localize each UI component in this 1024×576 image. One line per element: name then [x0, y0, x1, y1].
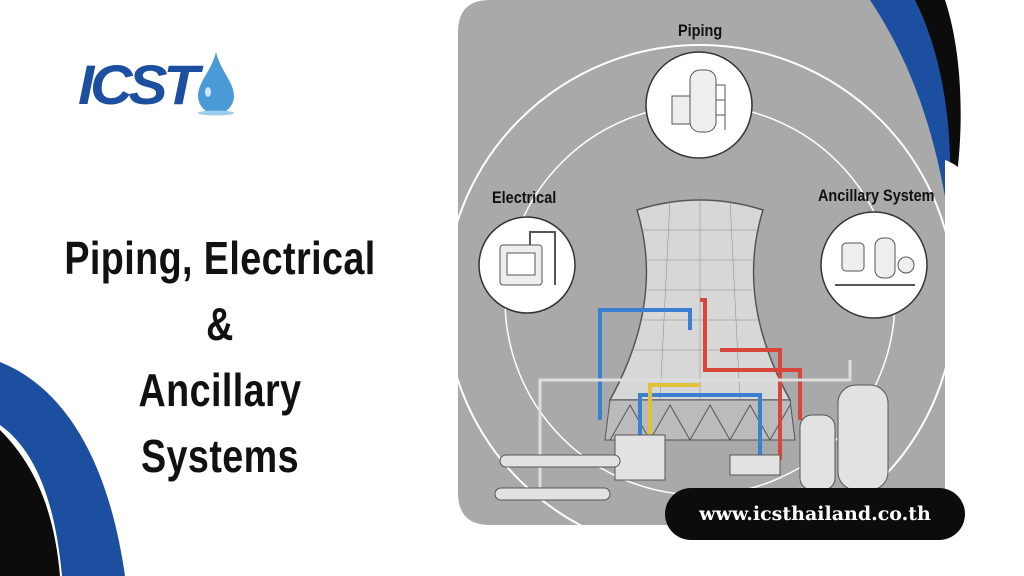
water-drop-icon: [198, 52, 234, 116]
right-blue-swoosh: [870, 0, 951, 215]
left-blue-swoosh: [0, 362, 125, 576]
piping-icon-circle: [645, 51, 753, 159]
page-headline: Piping, Electrical & Ancillary Systems: [20, 225, 420, 489]
website-link[interactable]: www.icsthailand.co.th: [665, 488, 965, 540]
ancillary-system-label: Ancillary System: [818, 186, 935, 205]
logo-text: ICST: [78, 53, 199, 116]
headline-line-1: Piping, Electrical &: [64, 232, 376, 350]
electrical-icon-circle: [478, 216, 576, 314]
headline-line-2: Ancillary Systems: [138, 364, 302, 482]
pipes: [538, 298, 852, 500]
right-black-swoosh: [900, 0, 961, 215]
icst-logo: ICST: [78, 50, 238, 120]
electrical-label: Electrical: [492, 188, 557, 207]
ancillary-icon-circle: [820, 211, 928, 319]
left-black-swoosh: [0, 430, 60, 576]
piping-label: Piping: [678, 21, 723, 40]
equipment: [494, 384, 889, 501]
